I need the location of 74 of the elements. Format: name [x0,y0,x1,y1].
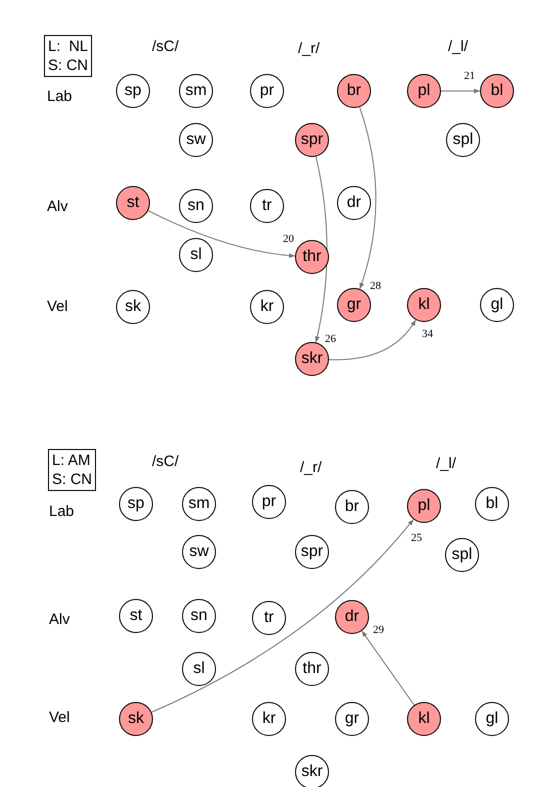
edge-label: 29 [373,625,384,636]
edge-label: 28 [370,281,381,292]
cluster-circle: sk [116,290,150,324]
cluster-circle: sn [182,599,216,633]
arrow [328,319,416,360]
cluster-circle: gl [480,288,514,322]
row-heading: Alv [47,198,68,215]
cluster-circle: bl [475,487,509,521]
cluster-circle: thr [295,240,329,274]
cluster-circle: sn [179,189,213,223]
arrow [151,518,414,713]
cluster-circle: kr [252,702,286,736]
cluster-circle: sw [179,123,213,157]
edge-label: 20 [283,234,294,245]
row-heading: Vel [47,298,68,315]
key-text: L: NL [48,37,88,56]
cluster-circle: sk [119,702,153,736]
key-box [48,449,96,491]
cluster-circle: sm [179,74,213,108]
arrow [440,88,480,94]
key-box [44,35,92,77]
cluster-circle: br [335,490,369,524]
column-heading: /_r/ [298,40,320,57]
cluster-circle: dr [337,186,371,220]
cluster-circle: br [337,74,371,108]
cluster-circle: gr [337,288,371,322]
cluster-circle: sl [182,652,216,686]
cluster-circle: gr [335,702,369,736]
edge-label: 26 [325,334,336,345]
key-text: S: CN [48,56,88,75]
cluster-circle: thr [295,652,329,686]
cluster-circle: kl [407,288,441,322]
cluster-circle: spr [295,535,329,569]
row-heading: Lab [49,503,74,520]
cluster-circle: skr [295,755,329,787]
column-heading: /_r/ [300,459,322,476]
cluster-circle: bl [480,74,514,108]
cluster-circle: spr [295,123,329,157]
column-heading: /_l/ [448,38,468,55]
cluster-circle: tr [250,189,284,223]
arrow [314,156,328,343]
arrow [148,210,296,258]
cluster-circle: spl [445,538,479,572]
column-heading: /sC/ [152,38,179,55]
cluster-circle: sp [119,487,153,521]
row-heading: Lab [47,88,72,105]
cluster-circle: sp [116,74,150,108]
cluster-circle: dr [335,600,369,634]
row-heading: Vel [49,709,70,726]
edge-label: 25 [411,533,422,544]
cluster-circle: pr [252,485,286,519]
cluster-circle: sl [179,238,213,272]
cluster-circle: gl [475,702,509,736]
cluster-circle: pr [250,74,284,108]
cluster-circle: sw [182,535,216,569]
row-heading: Alv [49,611,70,628]
edge-label: 21 [464,71,475,82]
cluster-circle: kr [250,290,284,324]
cluster-circle: st [119,599,153,633]
arrow [359,106,376,290]
cluster-circle: pl [407,74,441,108]
cluster-circle: pl [407,489,441,523]
arrow [361,630,415,706]
cluster-circle: tr [252,601,286,635]
cluster-circle: skr [295,342,329,376]
column-heading: /_l/ [436,455,456,472]
cluster-circle: kl [407,702,441,736]
key-text: S: CN [52,470,92,489]
cluster-circle: sm [182,487,216,521]
column-heading: /sC/ [152,453,179,470]
cluster-circle: spl [446,123,480,157]
key-text: L: AM [52,451,92,470]
edge-label: 34 [422,329,433,340]
cluster-circle: st [116,186,150,220]
